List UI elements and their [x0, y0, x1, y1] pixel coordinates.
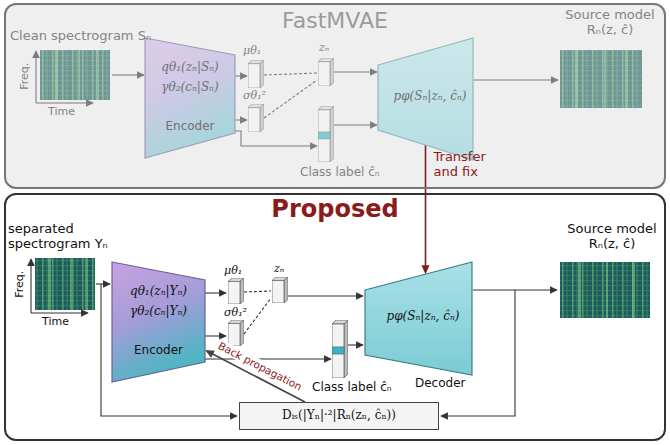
axis-label: Time — [42, 316, 69, 329]
edge-label: Transfer and fix — [434, 150, 506, 180]
block-heading: Encoder — [165, 120, 214, 134]
connector-line — [425, 145, 427, 267]
variable-label: zₙ — [319, 42, 329, 55]
spectrogram — [560, 262, 650, 318]
wire — [288, 295, 363, 296]
wire — [112, 74, 144, 75]
variable-label: σθ₁² — [224, 307, 247, 320]
spectrogram-band — [604, 50, 606, 108]
output-label: Source model Rₙ(z, ĉ) — [558, 8, 662, 38]
spectrogram-band — [606, 262, 608, 318]
axis-label: Time — [48, 106, 75, 119]
wire — [348, 344, 363, 345]
spectrogram-band — [55, 50, 58, 100]
axis-arrow — [36, 102, 93, 103]
spectrogram-band — [625, 50, 628, 108]
node-shape — [112, 262, 205, 382]
class-block — [332, 320, 348, 378]
block-heading: Encoder — [134, 344, 183, 358]
math-text: γθ₂(cₙ|Sₙ) — [161, 81, 218, 95]
wire — [205, 292, 226, 293]
spectrogram-band — [575, 50, 578, 108]
panel-ground — [4, 193, 666, 441]
latent-block — [228, 278, 244, 304]
sampling-wire — [244, 298, 271, 334]
variable-label: μθ₁ — [243, 45, 261, 58]
sampling-wire — [264, 73, 317, 75]
spectrogram — [35, 258, 95, 310]
spectrogram-label: separated spectrogram Yₙ — [8, 222, 130, 252]
loss-box: Dᵢₛ(|Yₙ|·²|Rₙ(zₙ, ĉₙ)) — [239, 402, 439, 430]
latent-block — [272, 277, 288, 303]
loss-formula: Dᵢₛ(|Yₙ|·²|Rₙ(zₙ, ĉₙ)) — [282, 409, 396, 423]
node-outline — [145, 38, 235, 158]
math-text: qθ₁(zₙ|Sₙ) — [161, 61, 218, 75]
panel-frame: Proposed qθ₁(zₙ|Yₙ) γθ₂(cₙ|Yₙ) Encoder pφ(Sₙ… — [4, 193, 666, 441]
decoder-block: pφ(Sₙ|zₙ, ĉₙ) Decoder — [365, 262, 472, 392]
node-outline — [365, 262, 472, 392]
spectrogram-band — [78, 50, 80, 100]
decoder-block: pφ(Sₙ|zₙ, ĉₙ) — [378, 38, 473, 160]
fastmvae-drawing — [36, 50, 642, 162]
node-shape — [378, 38, 473, 160]
spectrogram-band — [70, 258, 72, 310]
node-shape — [145, 38, 235, 158]
block-heading: Decoder — [415, 377, 466, 391]
variable-label: zₙ — [274, 263, 284, 276]
class-label: Class label ĉₙ — [312, 381, 392, 395]
axis-label: Freq. — [20, 62, 33, 89]
wire — [334, 124, 377, 125]
latent-block — [228, 320, 244, 346]
node-shape — [365, 262, 472, 375]
spectrogram — [560, 50, 642, 108]
wire — [235, 131, 317, 146]
axis-arrow — [35, 51, 36, 103]
arrow-head — [205, 350, 215, 358]
wire — [474, 79, 558, 80]
spectrogram-band — [632, 262, 635, 318]
wire — [334, 71, 377, 72]
spectrogram-band — [96, 50, 99, 100]
axis-arrow — [31, 312, 88, 313]
panel-title: Proposed — [271, 196, 398, 224]
latent-block — [248, 60, 264, 88]
spectrogram-label: Clean spectrogram Sₙ — [10, 29, 151, 44]
axis-arrow — [30, 259, 31, 313]
axis-label: Freq. — [15, 270, 28, 297]
sampling-wire — [244, 291, 271, 292]
latent-block — [248, 104, 264, 132]
latent-block — [318, 58, 334, 86]
connector — [422, 145, 430, 274]
spectrogram-band — [85, 258, 88, 310]
math-text: qθ₁(zₙ|Yₙ) — [130, 285, 187, 299]
variable-label: μθ₁ — [224, 265, 242, 278]
class-block — [318, 106, 334, 162]
spectrogram — [40, 50, 110, 100]
wire — [205, 335, 226, 336]
spectrogram-band — [578, 262, 581, 318]
sampling-wire — [264, 80, 317, 118]
math-text: pφ(Sₙ|zₙ, ĉₙ) — [387, 310, 460, 324]
node-outline — [112, 262, 205, 382]
math-text: pφ(Sₙ|zₙ, ĉₙ) — [394, 90, 467, 104]
encoder-block: qθ₁(zₙ|Yₙ) γθ₂(cₙ|Yₙ) Encoder — [112, 262, 205, 382]
encoder-block: qθ₁(zₙ|Sₙ) γθ₂(cₙ|Sₙ) Encoder — [145, 38, 235, 158]
proposed-drawing — [31, 258, 650, 416]
panel-title: FastMVAE — [282, 8, 388, 33]
wire — [96, 283, 110, 284]
math-text: γθ₂(cₙ|Yₙ) — [130, 305, 187, 319]
spectrogram-band — [48, 258, 51, 310]
output-label: Source model Rₙ(z, ĉ) — [560, 222, 664, 252]
wire — [235, 75, 247, 76]
wire — [235, 119, 247, 120]
variable-label: σθ₁² — [243, 90, 266, 103]
class-label: Class label ĉₙ — [300, 166, 380, 180]
panel-ground — [4, 3, 666, 189]
